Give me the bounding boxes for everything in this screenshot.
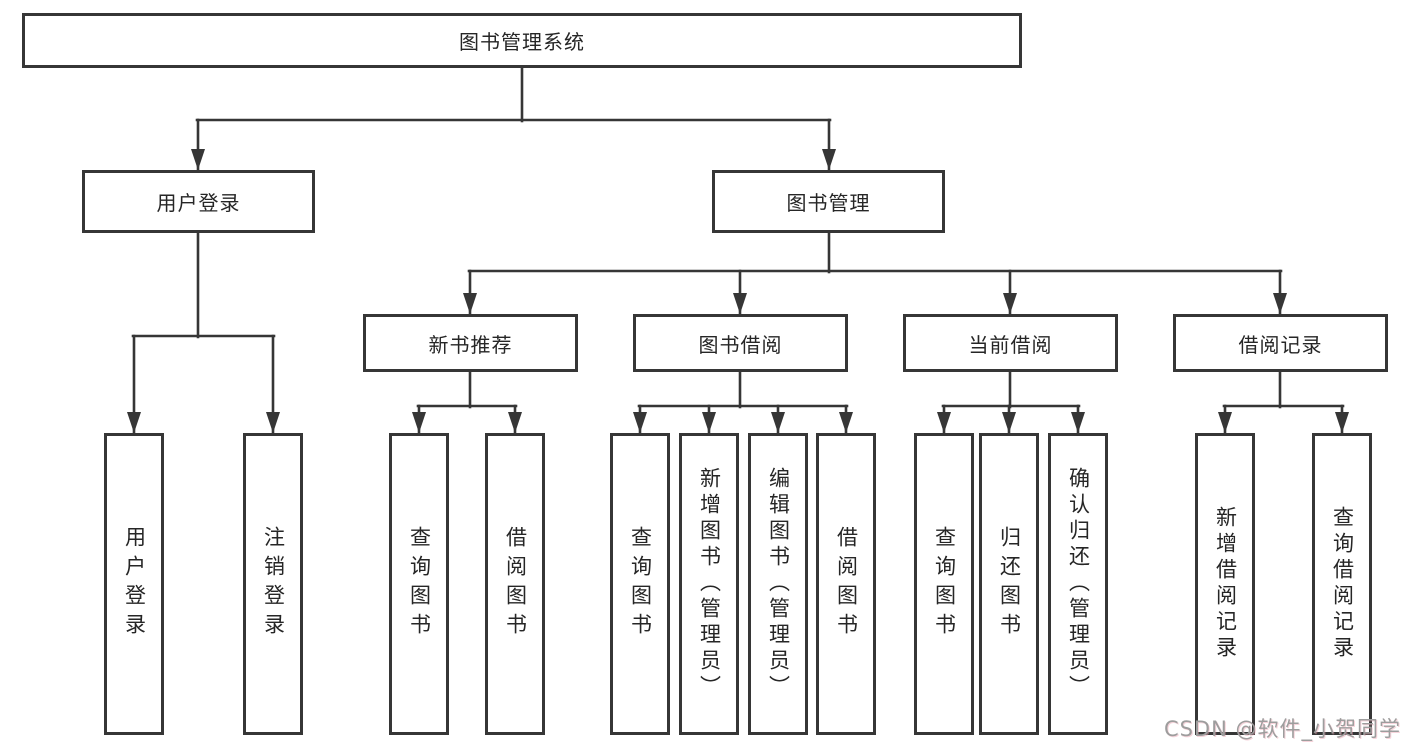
- leaf-edit-books-admin-label: 编辑图书（管理员）: [766, 467, 791, 701]
- node-book-borrowing-label: 图书借阅: [698, 332, 783, 357]
- leaf-user-login-label: 用户登录: [122, 526, 147, 642]
- leaf-query-books-current: 查询图书: [914, 433, 974, 735]
- leaf-query-books-borrowing: 查询图书: [610, 433, 670, 735]
- node-root: 图书管理系统: [22, 13, 1022, 68]
- node-borrowing-records: 借阅记录: [1173, 314, 1388, 372]
- leaf-query-books-recommend-label: 查询图书: [407, 526, 432, 642]
- leaf-add-borrow-record: 新增借阅记录: [1195, 433, 1255, 735]
- leaf-edit-books-admin: 编辑图书（管理员）: [748, 433, 808, 735]
- leaf-logout-label: 注销登录: [261, 526, 286, 642]
- leaf-query-books-borrowing-label: 查询图书: [628, 526, 653, 642]
- node-book-borrowing: 图书借阅: [633, 314, 848, 372]
- leaf-borrow-books-borrowing: 借阅图书: [816, 433, 876, 735]
- leaf-borrow-books-borrowing-label: 借阅图书: [834, 526, 859, 642]
- leaf-logout: 注销登录: [243, 433, 303, 735]
- leaf-confirm-return-admin: 确认归还（管理员）: [1048, 433, 1108, 735]
- leaf-add-books-admin: 新增图书（管理员）: [679, 433, 739, 735]
- node-current-borrowing: 当前借阅: [903, 314, 1118, 372]
- node-new-book-recommend-label: 新书推荐: [428, 332, 513, 357]
- node-book-management: 图书管理: [712, 170, 945, 233]
- leaf-return-books: 归还图书: [979, 433, 1039, 735]
- node-current-borrowing-label: 当前借阅: [968, 332, 1053, 357]
- node-root-label: 图书管理系统: [459, 30, 585, 54]
- csdn-watermark: CSDN @软件_小贺同学: [1163, 717, 1401, 741]
- leaf-query-books-recommend: 查询图书: [389, 433, 449, 735]
- leaf-return-books-label: 归还图书: [997, 526, 1022, 642]
- node-borrowing-records-label: 借阅记录: [1238, 332, 1323, 357]
- leaf-add-borrow-record-label: 新增借阅记录: [1213, 506, 1238, 662]
- node-book-management-label: 图书管理: [786, 191, 871, 215]
- leaf-borrow-books-recommend-label: 借阅图书: [503, 526, 528, 642]
- leaf-confirm-return-admin-label: 确认归还（管理员）: [1066, 467, 1091, 701]
- leaf-user-login: 用户登录: [104, 433, 164, 735]
- leaf-query-books-current-label: 查询图书: [932, 526, 957, 642]
- leaf-borrow-books-recommend: 借阅图书: [485, 433, 545, 735]
- leaf-add-books-admin-label: 新增图书（管理员）: [697, 467, 722, 701]
- node-user-login-label: 用户登录: [156, 191, 241, 215]
- leaf-query-borrow-record: 查询借阅记录: [1312, 433, 1372, 735]
- leaf-query-borrow-record-label: 查询借阅记录: [1330, 506, 1355, 662]
- node-new-book-recommend: 新书推荐: [363, 314, 578, 372]
- node-user-login: 用户登录: [82, 170, 315, 233]
